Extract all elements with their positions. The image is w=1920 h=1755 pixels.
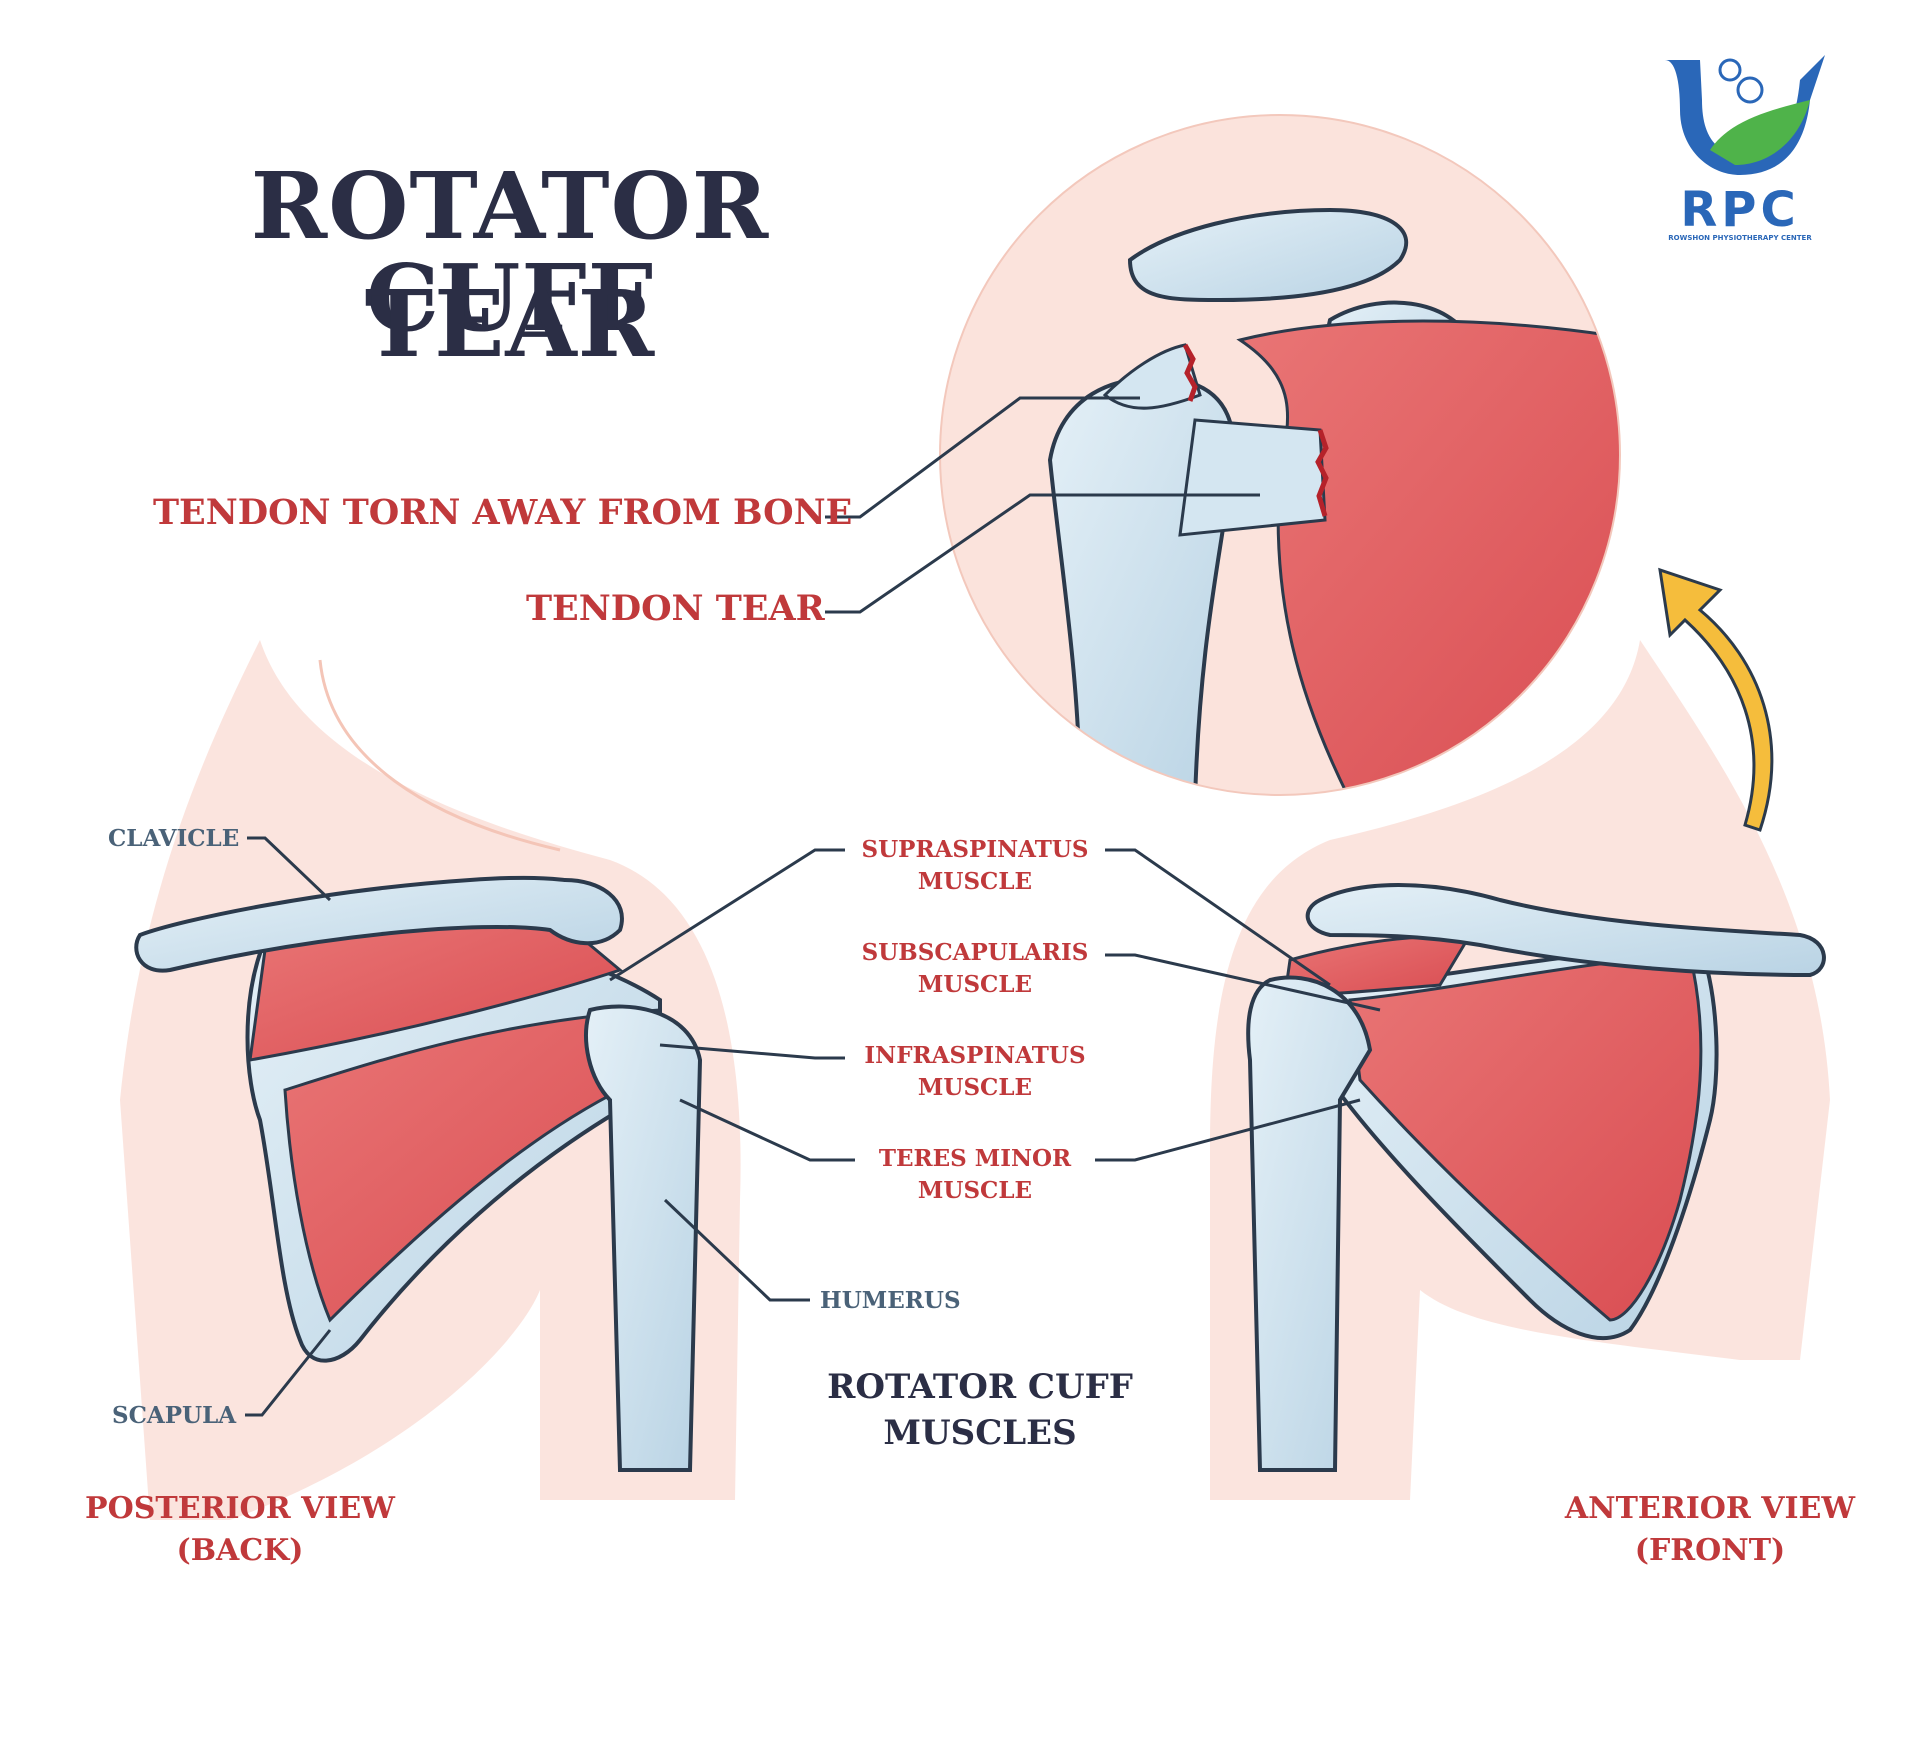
label-teres-minor-line1: TERES MINOR (878, 1145, 1072, 1172)
posterior-neck-line (318, 659, 561, 852)
posterior-view-line1: POSTERIOR VIEW (85, 1491, 395, 1526)
title-line-2: TEAR (364, 270, 656, 378)
rotator-cuff-muscles-heading: ROTATOR CUFF MUSCLES (800, 1365, 1160, 1457)
posterior-clavicle-bone (134, 875, 624, 973)
callout-tendon-tear: TENDON TEAR (526, 588, 825, 629)
zoom-tendon-band (1178, 418, 1327, 537)
heading-line2: MUSCLES (883, 1412, 1077, 1453)
label-infraspinatus-line1: INFRASPINATUS (864, 1042, 1086, 1069)
leader-clavicle (247, 836, 332, 902)
anterior-view-line1: ANTERIOR VIEW (1564, 1491, 1856, 1526)
posterior-humerus-bone (584, 1004, 703, 1472)
label-supraspinatus-line2: MUSCLE (917, 867, 1033, 895)
anterior-view-line2: (FRONT) (1634, 1533, 1786, 1568)
zoom-torn-tendon-upper (1102, 343, 1202, 410)
posterior-view-label: POSTERIOR VIEW (BACK) (80, 1488, 400, 1572)
anterior-humerus-bone (1246, 975, 1373, 1472)
zoom-bone-tear-mark (1182, 343, 1198, 402)
posterior-view (120, 640, 741, 1520)
leader-teres-left (679, 1098, 855, 1162)
zoom-tear-mark (1315, 429, 1329, 517)
title-line-1: ROTATOR CUFF (250, 152, 770, 352)
label-humerus: HUMERUS (820, 1287, 961, 1314)
label-scapula: SCAPULA (112, 1402, 237, 1429)
logo-full-name: ROWSHON PHYSIOTHERAPY CENTER (1668, 234, 1812, 242)
callout-tendon-torn-away: TENDON TORN AWAY FROM BONE (153, 492, 853, 533)
rpc-logo: RPC ROWSHON PHYSIOTHERAPY CENTER (1640, 40, 1840, 242)
rpc-logo-mark (1665, 55, 1825, 175)
leader-tendon-tear (825, 493, 1260, 614)
leader-supraspinatus-left (609, 848, 845, 982)
anterior-clavicle-bone (1305, 883, 1826, 978)
leader-teres-right (1095, 1098, 1361, 1162)
posterior-view-line2: (BACK) (176, 1533, 304, 1568)
label-subscapularis-line2: MUSCLE (917, 970, 1033, 998)
label-infraspinatus-line2: MUSCLE (917, 1073, 1033, 1101)
heading-line1: ROTATOR CUFF (827, 1367, 1133, 1407)
zoom-detail-circle (939, 114, 1621, 796)
posterior-infraspinatus-muscle (283, 1008, 667, 1323)
zoom-acromion (1127, 207, 1408, 303)
zoom-arrow (1658, 567, 1774, 832)
label-subscapularis-line1: SUBSCAPULARIS (861, 939, 1089, 966)
leader-scapula (245, 1329, 332, 1417)
leader-humerus (663, 1198, 810, 1302)
leader-tendon-torn (825, 396, 1140, 519)
leader-subscapularis-right (1105, 953, 1381, 1012)
leader-infraspinatus-left (659, 1043, 845, 1060)
label-supraspinatus: SUPRASPINATUS MUSCLE (845, 834, 1105, 897)
label-infraspinatus: INFRASPINATUS MUSCLE (845, 1040, 1105, 1103)
leader-supraspinatus-right (1105, 848, 1331, 987)
label-teres-minor-line2: MUSCLE (917, 1176, 1033, 1204)
logo-abbr: RPC (1680, 182, 1800, 238)
leader-lines (245, 396, 1381, 1417)
label-teres-minor: TERES MINOR MUSCLE (845, 1143, 1105, 1206)
anterior-view (1210, 640, 1830, 1500)
anterior-view-label: ANTERIOR VIEW (FRONT) (1550, 1488, 1870, 1572)
label-clavicle: CLAVICLE (108, 825, 240, 852)
label-supraspinatus-line1: SUPRASPINATUS (861, 836, 1089, 863)
anterior-subscapularis-muscle (1348, 953, 1703, 1322)
label-subscapularis: SUBSCAPULARIS MUSCLE (845, 937, 1105, 1000)
